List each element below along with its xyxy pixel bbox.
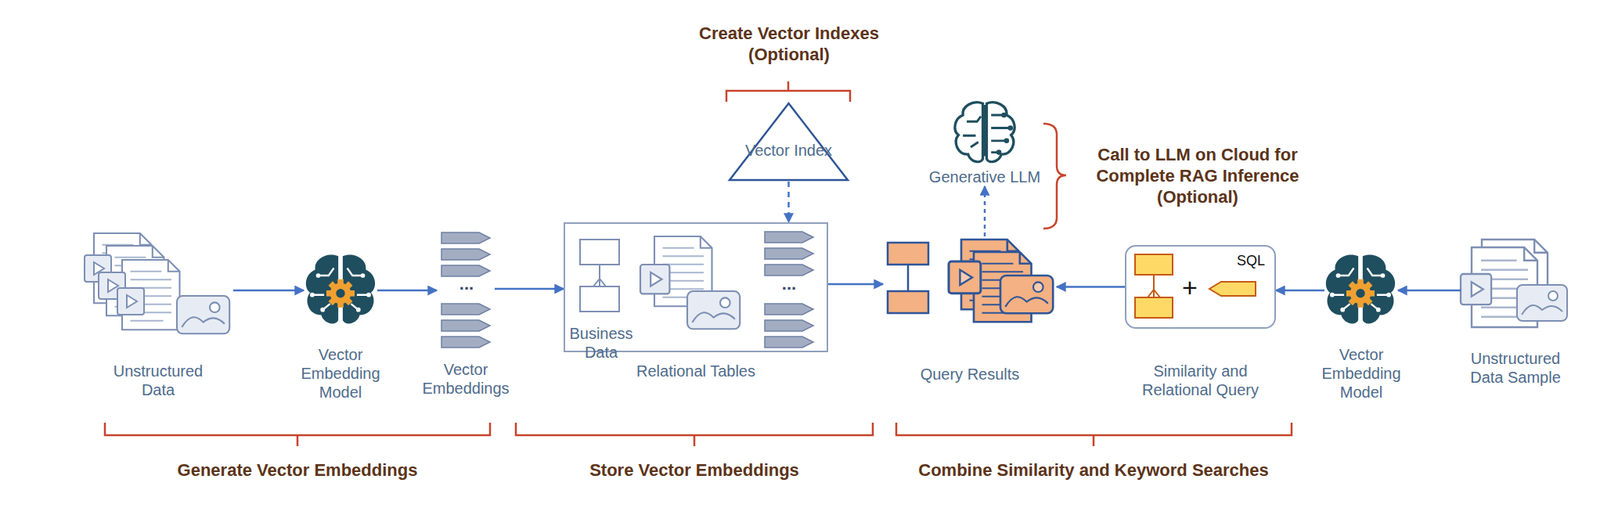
sql-table-icon	[1135, 254, 1173, 318]
node-label: Query Results	[891, 364, 1049, 384]
bracket	[104, 422, 491, 447]
flow-arrow	[233, 289, 304, 292]
document-icon	[640, 264, 670, 294]
bracket	[104, 81, 1292, 447]
sql-table-icon	[1135, 254, 1173, 275]
node-label: Vector Embeddings	[414, 360, 517, 398]
sql-table-icon	[1147, 274, 1161, 298]
stage-heading: Store Vector Embeddings	[522, 460, 867, 482]
bracket	[1043, 123, 1067, 229]
llm-icon-node: Generative LLM	[914, 98, 1056, 187]
stored-embeddings-stack	[764, 264, 814, 276]
optional-step-heading: Create Vector Indexes (Optional)	[683, 23, 895, 66]
vector-embeddings-stack	[441, 248, 491, 260]
stored-embeddings-stack	[764, 231, 814, 243]
flow-arrow	[1275, 289, 1325, 292]
node-label: Vector Embedding Model	[293, 345, 388, 402]
embedding-model-icon	[1326, 255, 1395, 325]
business-data-icon	[580, 239, 620, 312]
sample-icon-node: Unstructured Data Sample	[1460, 239, 1571, 332]
flow-arrow	[494, 288, 564, 291]
data-icon-node: Unstructured Data	[82, 231, 234, 336]
document-icon	[640, 236, 740, 329]
flow-arrow	[787, 181, 790, 223]
node-label: Vector Embedding Model	[1314, 345, 1409, 402]
stored-embeddings-stack	[764, 320, 814, 332]
stored-embeddings-stack	[764, 248, 814, 260]
flow-arrow	[828, 283, 883, 286]
unstructured-data-icon	[176, 295, 230, 334]
node-label: Similarity and Relational Query	[1118, 361, 1283, 400]
results-node: Query Results	[882, 236, 1057, 332]
sql-table-icon	[1135, 297, 1173, 318]
unstructured-data-icon	[117, 288, 145, 315]
business-data-icon	[593, 264, 606, 287]
unstructured-data-icon	[84, 233, 230, 334]
flow-arrow	[983, 186, 987, 237]
embedding-model-icon	[1326, 255, 1395, 325]
stage-heading: Generate Vector Embeddings	[117, 460, 478, 482]
business-data-node: Business Data	[580, 239, 623, 315]
query-vector-icon	[1209, 281, 1256, 296]
vector-embeddings-stack	[441, 336, 491, 348]
embedding-model-icon	[306, 255, 375, 325]
result-documents-icon	[1000, 275, 1053, 314]
ellipsis: ...	[765, 275, 813, 293]
result-table-icon	[887, 242, 929, 265]
embedding-model-icon	[306, 255, 375, 325]
flow-arrow	[1056, 285, 1125, 289]
generative-llm-icon	[954, 102, 1015, 163]
flow-arrow	[1398, 289, 1461, 292]
node-label: Relational Tables	[609, 361, 782, 381]
language-tag: SQL	[1236, 252, 1265, 271]
vector-embeddings-stack	[441, 320, 491, 332]
stage-heading: Combine Similarity and Keyword Searches	[890, 460, 1298, 482]
stored-embeddings-stack	[764, 303, 814, 315]
document-icon	[687, 291, 740, 329]
result-documents-icon	[948, 239, 1053, 322]
result-table-icon	[887, 242, 929, 314]
generative-llm-icon	[954, 102, 1015, 163]
node-label: Business Data	[563, 324, 639, 362]
vector-embeddings-stack	[441, 232, 491, 244]
bracket	[726, 81, 851, 102]
plus-sign: +	[1178, 273, 1202, 301]
optional-step-heading: Call to LLM on Cloud for Complete RAG In…	[1072, 144, 1323, 208]
stored-embeddings-stack	[764, 336, 814, 348]
bracket	[896, 422, 1292, 447]
vector-embeddings-stack	[441, 265, 491, 277]
model-icon-node: Vector Embedding Model	[303, 252, 378, 328]
business-data-icon	[580, 239, 620, 265]
stored-embeddings-stack	[764, 231, 814, 348]
model-icon-node: Vector Embedding Model	[1324, 252, 1399, 328]
node-label: Unstructured Data	[103, 361, 213, 400]
result-table-icon	[907, 264, 910, 292]
query-box: SQLSimilarity and Relational Query	[1124, 245, 1276, 329]
data-sample-icon	[1460, 273, 1492, 305]
data-sample-icon	[1517, 284, 1568, 321]
node-label: Vector Index	[727, 140, 850, 160]
vector-embeddings-stack	[441, 232, 491, 348]
vector-embeddings-stack	[441, 303, 491, 315]
data-sample-icon	[1460, 239, 1568, 328]
business-data-icon	[580, 286, 620, 312]
node-label: Unstructured Data Sample	[1460, 349, 1571, 387]
result-table-icon	[887, 291, 929, 314]
result-documents-icon	[948, 261, 981, 294]
flow-arrow	[377, 289, 437, 292]
icon-space	[914, 98, 1056, 168]
bracket	[515, 422, 873, 447]
index-triangle: Vector Index	[727, 101, 850, 182]
ellipsis: ...	[443, 275, 491, 293]
node-label: Generative LLM	[914, 167, 1056, 187]
